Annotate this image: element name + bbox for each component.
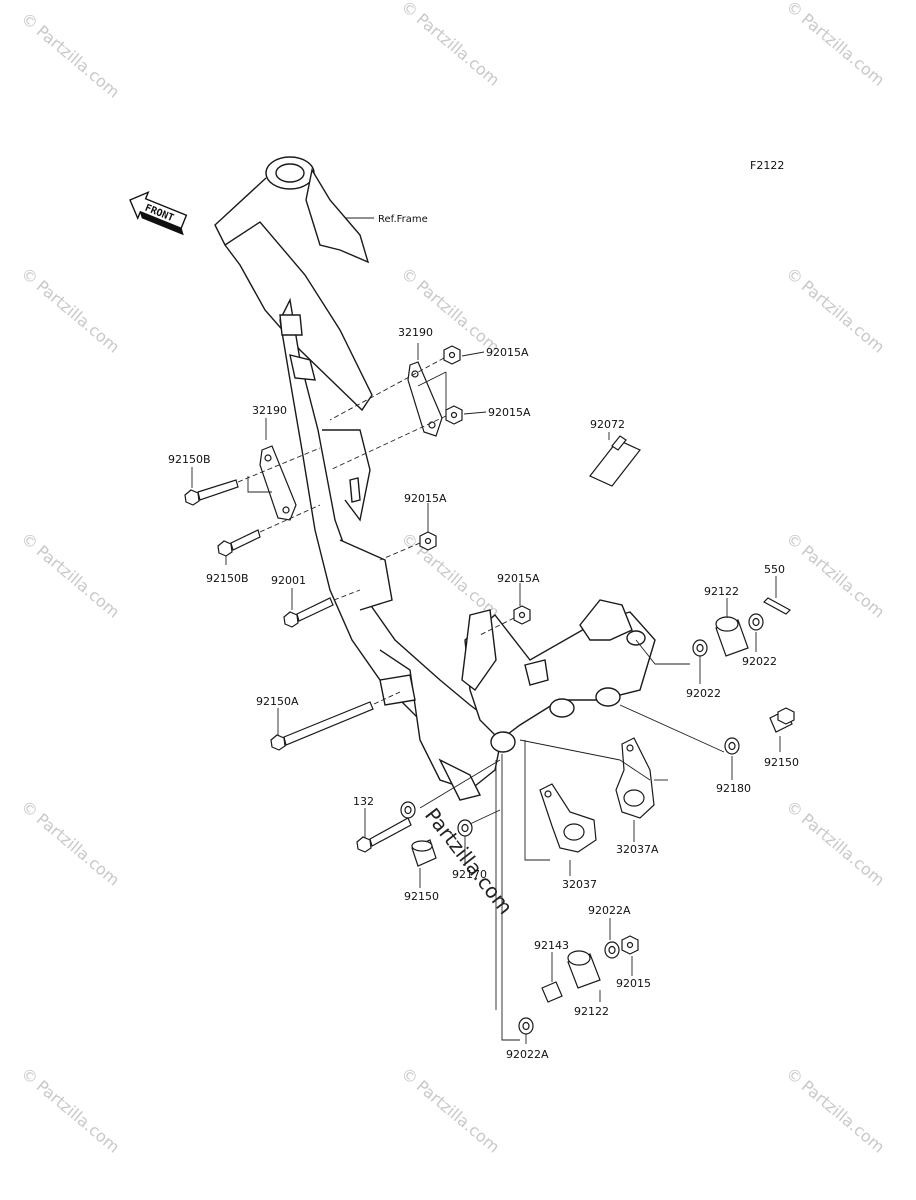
- callout-92015A-3: 92015A: [404, 492, 447, 505]
- washer-92022A-bottom: [518, 1017, 534, 1035]
- motorcycle-frame: [214, 156, 656, 801]
- watermark-brand: Partzilla.com: [33, 1076, 124, 1156]
- watermark-brand: Partzilla.com: [413, 9, 504, 89]
- callout-92015A-4: 92015A: [497, 572, 540, 585]
- watermark-brand: Partzilla.com: [33, 276, 124, 356]
- callout-92150-left: 92150: [404, 890, 439, 903]
- callout-92015: 92015: [616, 977, 651, 990]
- callout-32037: 32037: [562, 878, 597, 891]
- callout-92015A-1: 92015A: [486, 346, 529, 359]
- callout-92122-bottom: 92122: [574, 1005, 609, 1018]
- washer-132: [400, 801, 416, 819]
- washer-92022A-top: [604, 941, 620, 959]
- ref-frame-label: Ref.Frame: [378, 214, 428, 225]
- washer-92180: [724, 737, 740, 755]
- collar-92122-right: [715, 616, 749, 657]
- callout-92150B-2: 92150B: [206, 572, 249, 585]
- diagram-code: F2122: [750, 159, 784, 172]
- watermark-brand: Partzilla.com: [798, 809, 889, 889]
- bolt-132: [356, 817, 412, 853]
- washer-92022-right-2: [748, 613, 764, 631]
- callout-92015A-2: 92015A: [488, 406, 531, 419]
- watermark-group: ©Partzilla.com ©Partzilla.com ©Partzilla…: [17, 0, 888, 1157]
- watermark-brand: Partzilla.com: [798, 1076, 889, 1156]
- bolt-92150B-1: [184, 479, 239, 506]
- callout-92180: 92180: [716, 782, 751, 795]
- watermark-brand: Partzilla.com: [33, 541, 124, 621]
- clamp-92072: [589, 435, 641, 487]
- callout-92122-right: 92122: [704, 585, 739, 598]
- callout-92150-right: 92150: [764, 756, 799, 769]
- callout-92150A: 92150A: [256, 695, 299, 708]
- washer-92170: [457, 819, 473, 837]
- watermark-brand: Partzilla.com: [798, 276, 889, 356]
- watermark-brand: Partzilla.com: [798, 9, 889, 89]
- watermark-brand: Partzilla.com: [413, 276, 504, 356]
- bolt-92150-left: [411, 839, 437, 867]
- callout-32037A: 32037A: [616, 843, 659, 856]
- clip-550: [763, 597, 791, 615]
- callout-92022-right-2: 92022: [742, 655, 777, 668]
- watermark-brand: Partzilla.com: [33, 809, 124, 889]
- collar-92122-bottom: [567, 950, 601, 989]
- callout-92143: 92143: [534, 939, 569, 952]
- callout-92150B-1: 92150B: [168, 453, 211, 466]
- leader-lines: [191, 343, 781, 1044]
- bolt-92150A: [270, 701, 374, 751]
- bolt-92150-right: [769, 707, 795, 733]
- engine-bracket-32190-left: [259, 445, 297, 521]
- callout-labels: 32190 92015A 92015A 32190 92150B 92015A …: [168, 326, 799, 1061]
- engine-bracket-32190-right: [407, 361, 443, 437]
- callout-92022A-bottom: 92022A: [506, 1048, 549, 1061]
- nut-92015A-3: [419, 531, 437, 551]
- nut-92015: [621, 935, 639, 955]
- front-direction-arrow-icon: FRONT: [129, 190, 188, 236]
- nut-92015A-2: [445, 405, 463, 425]
- callout-92022A-top: 92022A: [588, 904, 631, 917]
- callout-92001: 92001: [271, 574, 306, 587]
- nut-92015A-1: [443, 345, 461, 365]
- nut-92015A-4: [513, 605, 531, 625]
- callout-32190-top: 32190: [398, 326, 433, 339]
- callout-132: 132: [353, 795, 374, 808]
- engine-bracket-32037A: [615, 737, 655, 819]
- washer-92022-right-1: [692, 639, 708, 657]
- callout-32190-left: 32190: [252, 404, 287, 417]
- collar-92143: [541, 981, 563, 1003]
- callout-92072: 92072: [590, 418, 625, 431]
- engine-bracket-32037: [539, 783, 597, 853]
- watermark-brand: Partzilla.com: [413, 1076, 504, 1156]
- callout-550: 550: [764, 563, 785, 576]
- watermark-brand: Partzilla.com: [33, 21, 124, 101]
- callout-92170: 92170: [452, 868, 487, 881]
- watermark-brand: Partzilla.com: [798, 541, 889, 621]
- bolt-92150B-2: [217, 529, 261, 557]
- bolt-92001: [283, 597, 334, 628]
- callout-92022-right-1: 92022: [686, 687, 721, 700]
